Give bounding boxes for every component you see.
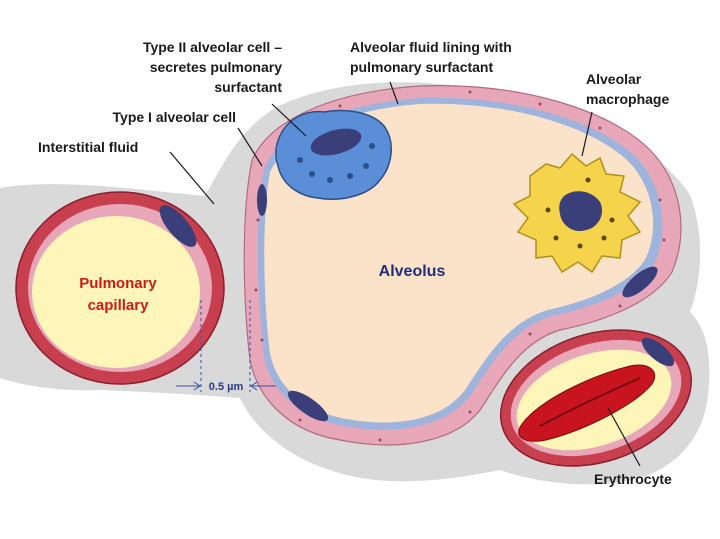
macrophage-leader [581,111,593,157]
lower-capillary-nucleus [641,337,675,367]
capillary-label-line1: Pulmonary [79,275,157,292]
epithelium-texture [254,90,666,442]
fluid-leader [389,81,399,105]
alveolar-macrophage [512,152,642,274]
type2-label-line3: surfactant [214,79,282,95]
type1-label: Type I alveolar cell [113,109,236,125]
type1-nucleus [287,390,329,422]
type1-leader [237,127,263,167]
pulmonary-capillary [15,191,225,385]
type2-leader [271,103,307,137]
type2-alveolar-cell [275,109,392,200]
fluid-lining-label-line2: pulmonary surfactant [350,59,493,75]
interstitial-label: Interstitial fluid [38,139,138,155]
capillary-lumen [32,216,200,368]
alveolus-label: Alveolus [379,263,446,280]
capillary-label-line2: capillary [88,297,150,314]
erythrocyte-leader [607,407,641,467]
lower-capillary [499,329,693,467]
erythrocyte-label: Erythrocyte [594,471,672,487]
type1-nucleus [257,184,267,216]
macrophage-nucleus [559,191,603,232]
type1-nucleus [622,266,658,298]
distance-label: 0.5 µm [209,381,244,393]
interstitial-leader [169,151,215,205]
macrophage-label-line2: macrophage [586,91,669,107]
macrophage-label-line1: Alveolar [586,71,642,87]
capillary-nucleus [159,205,197,247]
type2-label-line2: secretes pulmonary [150,59,282,75]
distance-marker [176,300,276,392]
type2-label-line1: Type II alveolar cell – [143,39,282,55]
fluid-lining-label-line1: Alveolar fluid lining with [350,39,512,55]
type2-nucleus [310,128,362,156]
